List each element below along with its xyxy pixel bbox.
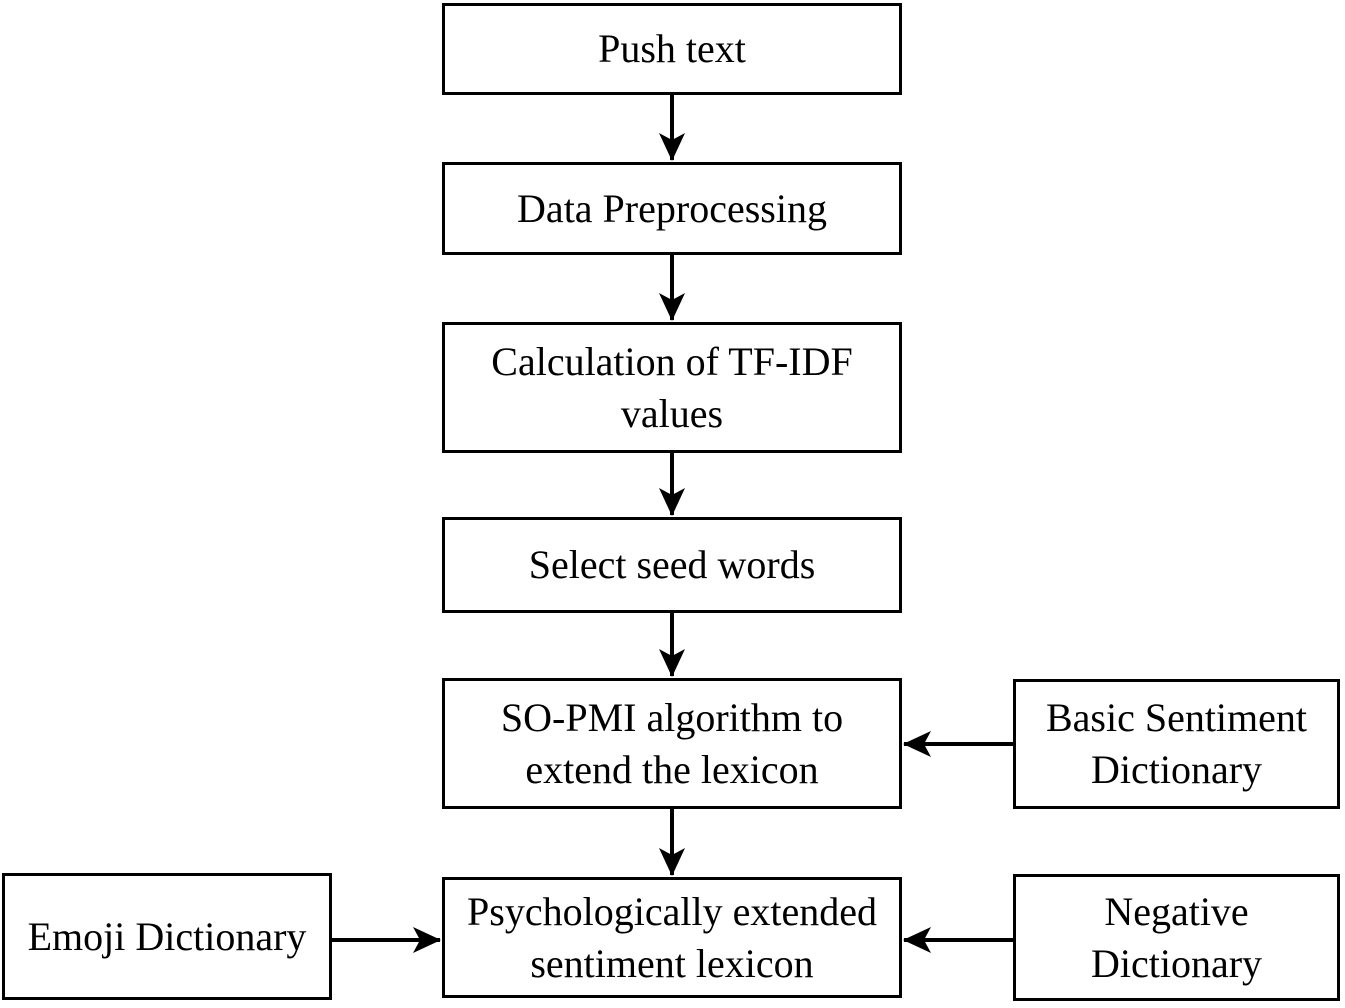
node-basic-sentiment-dictionary: Basic Sentiment Dictionary (1013, 679, 1340, 809)
node-emoji-dictionary-label: Emoji Dictionary (27, 913, 307, 959)
node-select-seed-words: Select seed words (442, 517, 902, 613)
node-tfidf-calculation: Calculation of TF-IDF values (442, 322, 902, 453)
node-extended-lexicon: Psychologically extended sentiment lexic… (442, 877, 902, 998)
node-push-text-label: Push text (598, 26, 746, 71)
node-data-preprocessing: Data Preprocessing (442, 162, 902, 255)
node-tfidf-calculation-label: Calculation of TF-IDF values (491, 338, 853, 436)
node-extended-lexicon-label: Psychologically extended sentiment lexic… (467, 888, 877, 986)
node-negative-dictionary: Negative Dictionary (1013, 874, 1340, 1001)
node-basic-sentiment-dictionary-label: Basic Sentiment Dictionary (1045, 695, 1308, 792)
node-sopmi-extend: SO-PMI algorithm to extend the lexicon (442, 678, 902, 809)
node-push-text: Push text (442, 3, 902, 95)
node-select-seed-words-label: Select seed words (528, 542, 816, 587)
node-sopmi-extend-label: SO-PMI algorithm to extend the lexicon (500, 694, 844, 792)
node-negative-dictionary-label: Negative Dictionary (1090, 888, 1263, 986)
node-emoji-dictionary: Emoji Dictionary (2, 873, 332, 1000)
node-data-preprocessing-label: Data Preprocessing (517, 185, 827, 231)
